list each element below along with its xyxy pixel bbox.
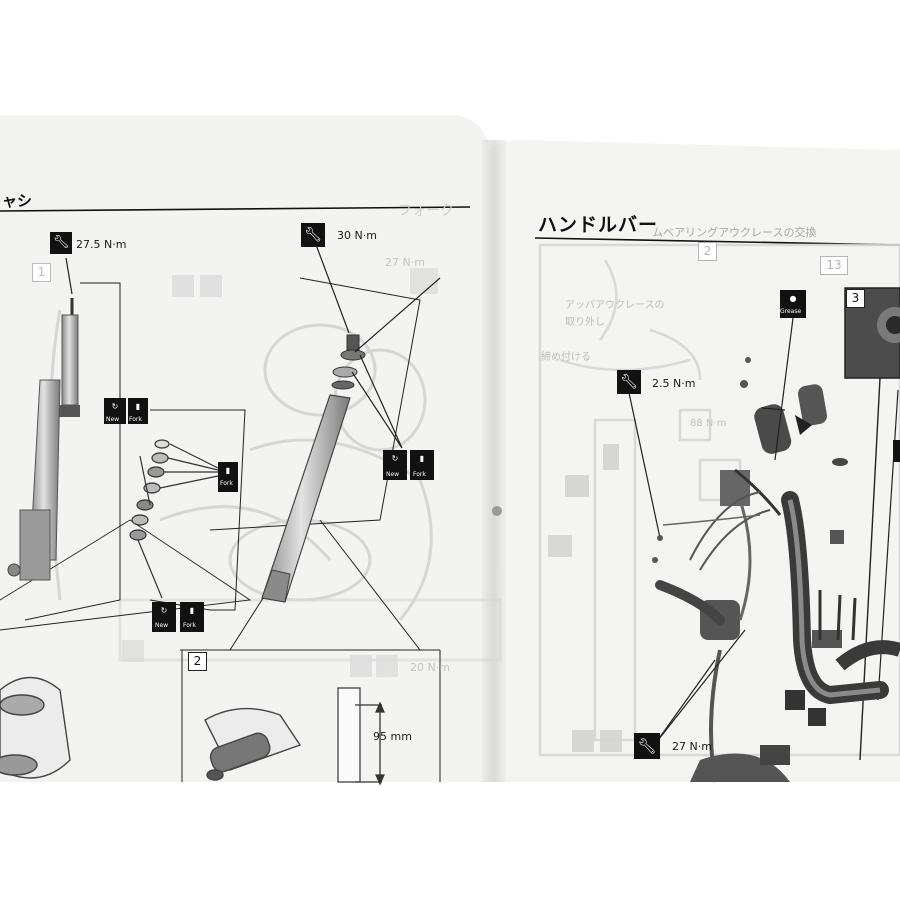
replace-new-icon: ↻	[104, 398, 126, 424]
faded-note-1: アッパアウクレースの	[565, 300, 665, 311]
step-box-2: 2	[698, 242, 717, 261]
left-faded-header: フォーク	[398, 203, 454, 219]
wrench-icon: 🔧︎	[50, 232, 72, 254]
torque-lever-screw: 2.5 N·m	[652, 377, 696, 390]
fork-tube-left	[7, 298, 80, 581]
right-page-header: ハンドルバー	[538, 214, 659, 236]
pouring-illustration	[0, 676, 302, 781]
wrench-icon: 🔧︎	[634, 733, 660, 759]
torque-faded-bottom: 20 N·m	[410, 661, 450, 674]
fork-oil-icon: ▮	[218, 462, 238, 492]
dimension-graphic	[337, 687, 385, 786]
handlebar-assembly	[655, 357, 900, 783]
left-page-header: ャシ	[2, 192, 33, 210]
wrench-icon: 🔧︎	[301, 223, 325, 247]
new-label: New	[106, 416, 120, 423]
fork-oil-icon: ▮	[180, 602, 204, 632]
step-box-3: 3	[846, 289, 865, 308]
torque-fork-bolt: 27.5 N·m	[76, 238, 127, 251]
faded-note-3: 締め付ける	[541, 352, 591, 363]
torque-faded-top: 27 N·m	[385, 256, 425, 269]
fork-label: Fork	[129, 416, 142, 423]
faded-note-2: 取り外し	[565, 317, 605, 328]
seal-stack	[129, 439, 219, 599]
faded-torque: 88 N·m	[690, 418, 727, 429]
step-box-1: 1	[32, 263, 51, 282]
fork-label: Fork	[220, 480, 233, 487]
fork-label: Fork	[183, 622, 196, 629]
right-page-subheader: ムベアリングアウクレースの交換	[652, 226, 817, 239]
wrench-icon	[893, 440, 900, 462]
replace-new-icon: ↻	[152, 602, 176, 632]
fork-tube-main	[261, 334, 366, 603]
fork-oil-icon: ▮	[128, 398, 148, 424]
fork-label: Fork	[413, 471, 426, 478]
step-box-13: 13	[820, 256, 848, 275]
dimension-label: 95 mm	[373, 730, 412, 743]
wrench-icon: 🔧︎	[617, 370, 641, 394]
new-label: New	[155, 622, 169, 629]
fork-oil-icon: ▮	[410, 450, 434, 480]
grease-label: Grease	[780, 308, 802, 315]
step-box-2: 2	[188, 652, 207, 671]
grease-icon: ●	[780, 290, 806, 318]
replace-new-icon: ↻	[383, 450, 407, 480]
torque-cap-bolt: 30 N·m	[337, 229, 377, 242]
torque-holder-bolt: 27 N·m	[672, 740, 712, 753]
new-label: New	[386, 471, 400, 478]
